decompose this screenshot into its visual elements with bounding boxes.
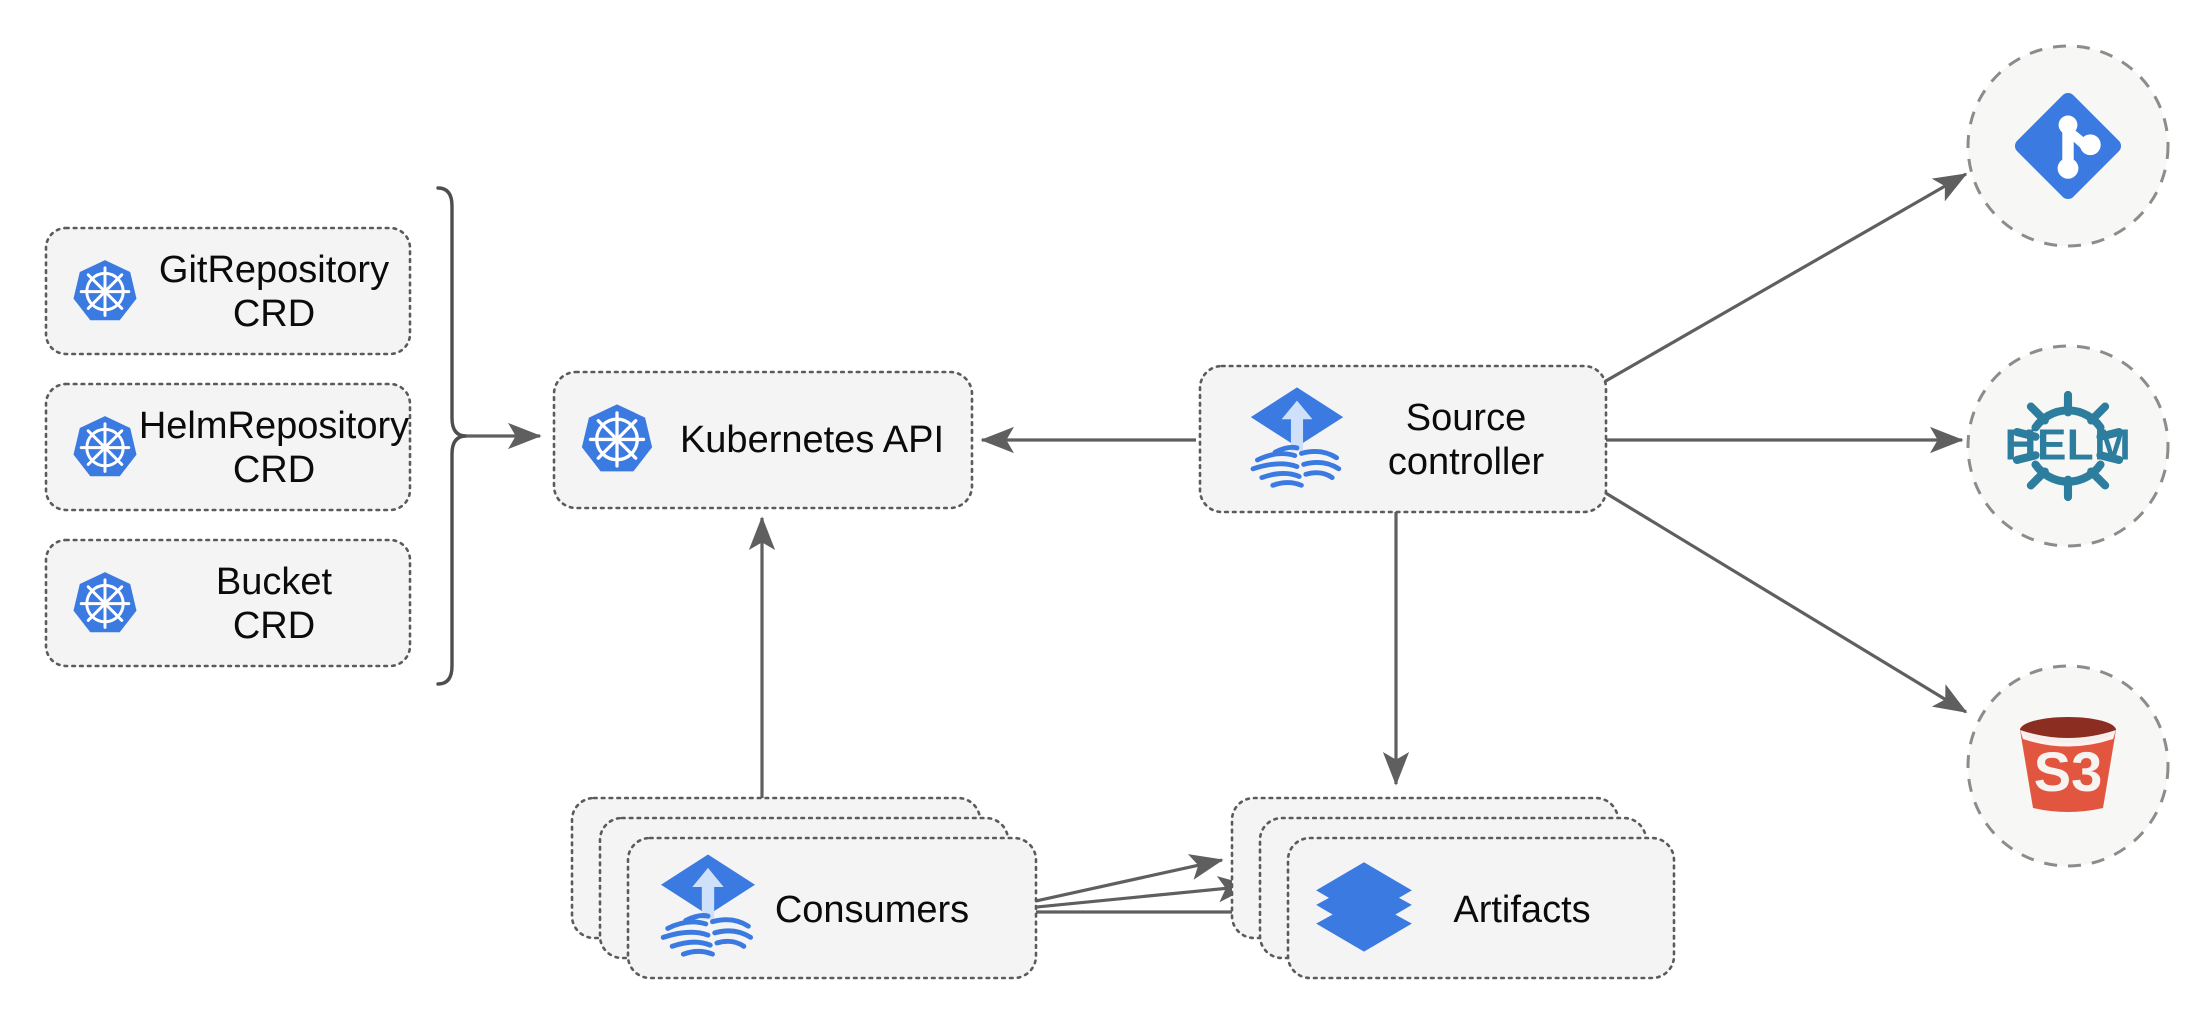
node-consumers[interactable]: Consumers <box>570 796 1038 980</box>
crd-label-line1: GitRepository <box>159 249 389 291</box>
external-endpoint-s3[interactable]: S3 <box>1966 664 2170 868</box>
artifacts-card-front <box>1286 836 1676 980</box>
helm-wordmark: HELM <box>2005 421 2132 470</box>
node-artifacts[interactable]: Artifacts <box>1230 796 1676 980</box>
crd-card-helmrepository[interactable]: HelmRepository CRD <box>44 382 412 512</box>
node-source-controller[interactable]: Source controller <box>1198 364 1608 514</box>
source-controller-label-line1: Source <box>1406 397 1526 439</box>
edge-source-controller-to-git <box>1603 172 1968 384</box>
crd-card-background <box>44 538 412 668</box>
source-controller-label-line2: controller <box>1388 441 1545 483</box>
consumers-label: Consumers <box>775 889 969 931</box>
external-endpoint-git[interactable] <box>1966 44 2170 248</box>
crd-label-line1: Bucket <box>216 561 333 603</box>
crd-card-gitrepository[interactable]: GitRepository CRD <box>44 226 412 356</box>
s3-wordmark: S3 <box>2034 740 2103 803</box>
node-kubernetes-api[interactable]: Kubernetes API <box>552 370 974 510</box>
crd-card-background <box>44 382 412 512</box>
kubernetes-api-background <box>552 370 974 510</box>
crd-label-line1: HelmRepository <box>139 405 409 447</box>
artifacts-label: Artifacts <box>1453 889 1590 931</box>
crd-card-background <box>44 226 412 356</box>
crd-label-line2: CRD <box>233 293 315 335</box>
crd-group-brace <box>436 186 468 686</box>
crd-group: GitRepository CRD HelmRepository CRD Buc… <box>44 226 412 668</box>
kubernetes-api-label: Kubernetes API <box>680 419 944 461</box>
crd-card-bucket[interactable]: Bucket CRD <box>44 538 412 668</box>
crd-label-line2: CRD <box>233 605 315 647</box>
source-controller-background <box>1198 364 1608 514</box>
edge-source-controller-to-s3 <box>1603 490 1968 714</box>
helm-endpoint-circle <box>1966 344 2170 548</box>
external-endpoint-helm[interactable]: HELM <box>1966 344 2170 548</box>
crd-label-line2: CRD <box>233 449 315 491</box>
